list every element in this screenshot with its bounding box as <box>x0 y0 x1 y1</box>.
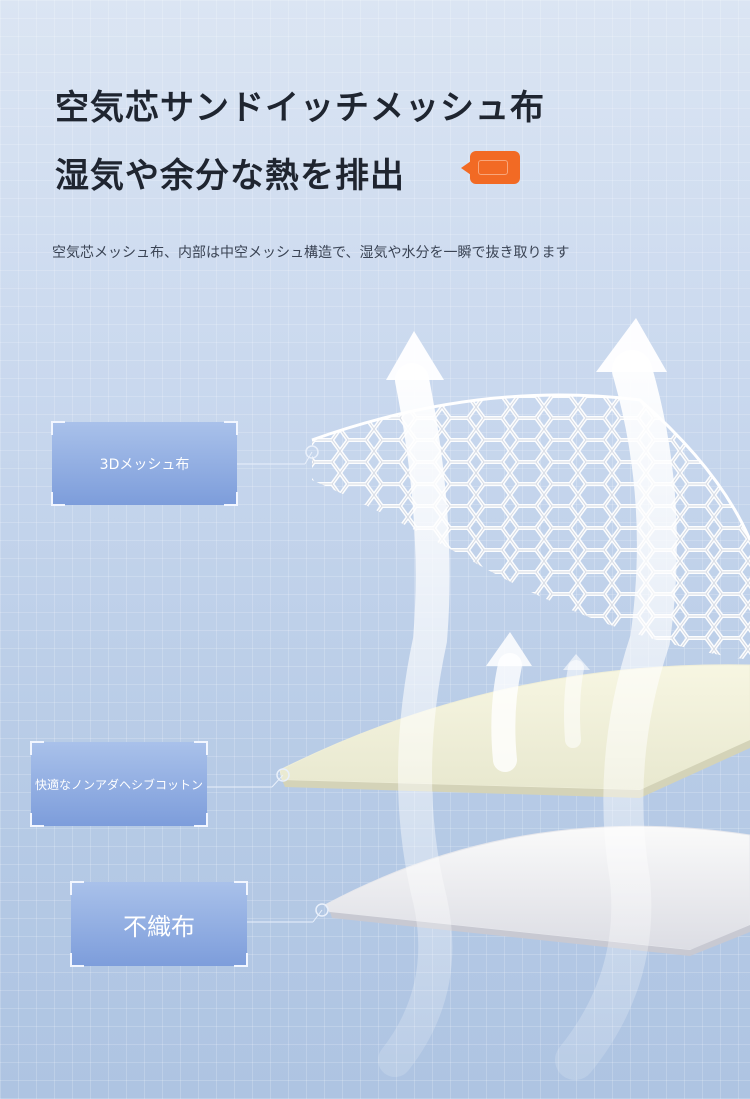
label-cotton-text: 快適なノンアダヘシブコットン <box>34 777 203 792</box>
connector-node-nonwoven <box>315 903 329 917</box>
label-cotton: 快適なノンアダヘシブコットン <box>30 741 208 827</box>
headline-line-2: 湿気や余分な熱を排出 <box>55 156 405 196</box>
description-text: 空気芯メッシュ布、内部は中空メッシュ構造で、湿気や水分を一瞬で抜き取ります <box>52 245 570 261</box>
connector-node-mesh <box>305 445 319 459</box>
speech-bubble-icon <box>461 151 520 184</box>
connector-node-cotton <box>276 768 290 782</box>
label-3d-mesh: 3Dメッシュ布 <box>51 421 238 506</box>
mesh-layer <box>312 395 750 660</box>
label-nonwoven: 不織布 <box>70 881 248 967</box>
airflow-arrow-right <box>555 350 677 1080</box>
label-3d-mesh-text: 3Dメッシュ布 <box>99 456 190 473</box>
nonwoven-layer <box>324 825 750 951</box>
label-nonwoven-text: 不織布 <box>123 912 195 941</box>
headline-line-1: 空気芯サンドイッチメッシュ布 <box>55 88 545 128</box>
airflow-arrow-mid <box>491 653 522 772</box>
airflow-arrow-left <box>378 363 453 1077</box>
